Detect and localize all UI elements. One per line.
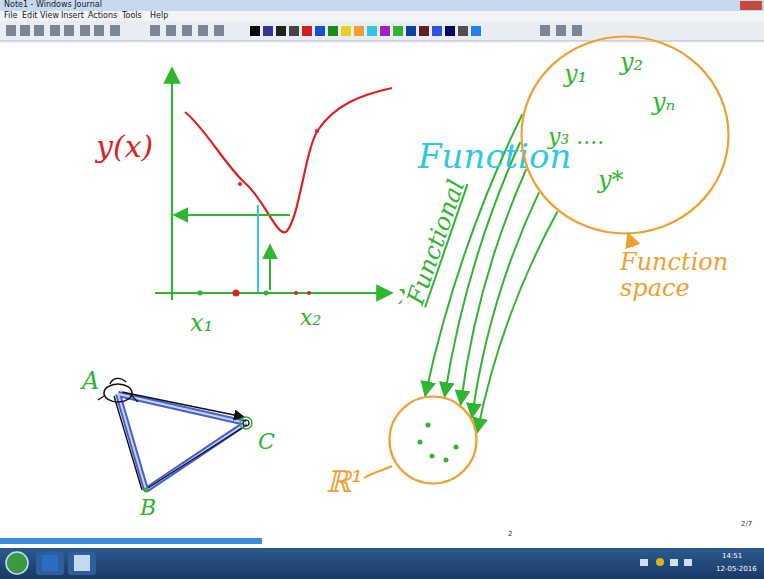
function-symbol: y₃ .... (548, 125, 604, 149)
menu-item: Insert (61, 12, 84, 21)
function-symbol: y* (598, 167, 624, 193)
region-caption: Function space (620, 249, 720, 302)
point-label: x₂ (300, 306, 321, 330)
function-space-region: y₁y₂yₙy₃ ....y*Function space (520, 35, 730, 235)
mapping-arrow (472, 192, 539, 417)
clock-time: 14:51 (722, 553, 742, 561)
region-outline (388, 395, 478, 485)
vertex-label: A (82, 368, 99, 394)
vertex-label: C (258, 430, 275, 454)
function-symbol: y₂ (620, 49, 643, 75)
vertex-label: B (140, 496, 156, 520)
menu-item: Help (150, 12, 168, 21)
menu-item: File (4, 12, 17, 21)
real-line-set: ℝ¹ (388, 395, 478, 485)
menu-item: Edit (22, 12, 38, 21)
menu-item: Actions (88, 12, 117, 21)
clock-date: 12-05-2016 (716, 566, 757, 574)
set-label: ℝ¹ (326, 465, 363, 498)
menu-item: Tools (122, 12, 142, 21)
function-symbol: y₁ (564, 61, 587, 87)
page-count: 2/7 (741, 521, 752, 529)
page-number: 2 (508, 531, 512, 539)
point-label: x₁ (190, 310, 213, 336)
function-symbol: yₙ (652, 89, 675, 115)
window-title: Note1 - Windows Journal (4, 1, 102, 10)
menu-item: View (40, 12, 59, 21)
mapping-arrow (477, 212, 557, 433)
function-label: y(x) (96, 130, 153, 163)
edge-label: Functional (401, 174, 470, 309)
